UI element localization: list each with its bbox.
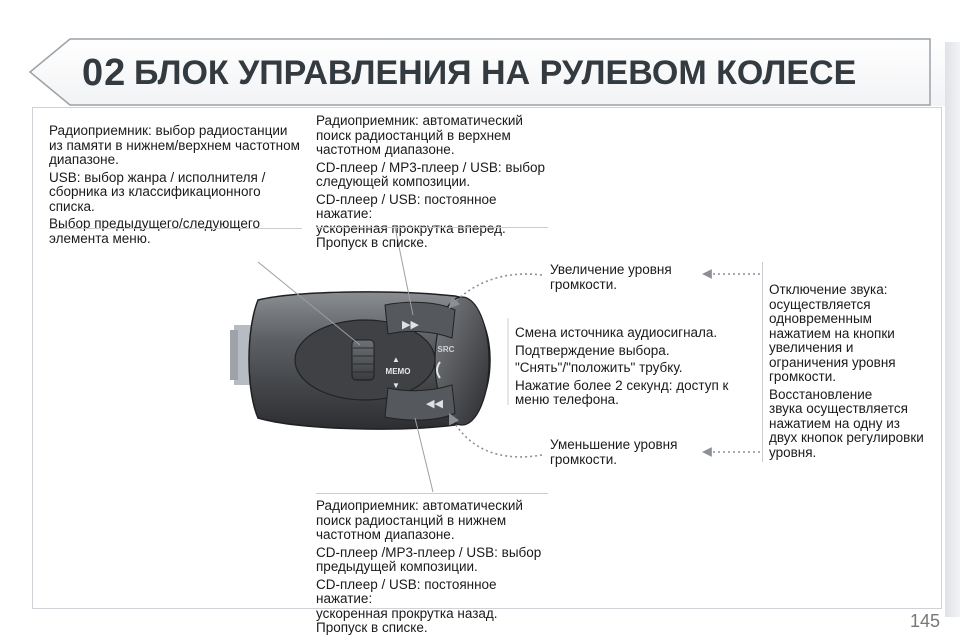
- description-paragraph: Смена источника аудиосигнала.: [515, 325, 718, 340]
- volume-up-description: Увеличение уровня громкости.: [550, 262, 710, 295]
- volume-up-button[interactable]: [384, 301, 456, 339]
- leader-line-memo-wheel: [257, 261, 361, 346]
- divider-line: [49, 228, 302, 229]
- increase-volume-arrow: [448, 273, 543, 309]
- memo-wheel[interactable]: [351, 339, 375, 381]
- seek-backward-description: Радиоприемник: автоматический поиск ради…: [316, 498, 556, 639]
- phone-icon: [436, 361, 441, 379]
- description-paragraph: CD-плеер /MP3-плеер / USB: выбор предыду…: [316, 544, 542, 574]
- description-paragraph: Восстановление звука осуществляется нажа…: [769, 386, 924, 460]
- seek-backward-icon: ◀◀: [426, 397, 443, 410]
- description-paragraph: CD-плеер / MP3-плеер / USB: выбор следую…: [316, 159, 546, 189]
- description-paragraph: Радиоприемник: выбор радиостанции из пам…: [49, 123, 300, 167]
- decrease-volume-arrow: [448, 413, 543, 458]
- seek-forward-icon: ▶▶: [402, 318, 419, 331]
- page-edge-rail: [945, 42, 960, 617]
- seek-forward-description: Радиоприемник: автоматический поиск ради…: [316, 113, 556, 254]
- description-paragraph: Отключение звука: осуществляется одновре…: [769, 282, 896, 384]
- divider-line: [316, 227, 548, 228]
- page-title: БЛОК УПРАВЛЕНИЯ НА РУЛЕВОМ КОЛЕСЕ: [134, 54, 857, 92]
- chapter-number: 02: [82, 52, 127, 94]
- description-paragraph: Нажатие более 2 секунд: доступ к меню те…: [515, 377, 729, 407]
- header-chevron: [0, 38, 931, 106]
- volume-down-button[interactable]: [384, 384, 456, 421]
- description-paragraph: Увеличение уровня громкости.: [550, 262, 672, 292]
- description-paragraph: CD-плеер / USB: постоянное нажатие: уско…: [316, 191, 506, 250]
- src-label: SRC: [438, 345, 455, 354]
- page-number: 145: [910, 611, 941, 631]
- volume-down-description: Уменьшение уровня громкости.: [550, 437, 710, 470]
- description-paragraph: CD-плеер / USB: постоянное нажатие: уско…: [316, 576, 498, 635]
- header-band: [0, 38, 960, 106]
- divider-line: [316, 493, 548, 494]
- src-button-description: Смена источника аудиосигнала. Подтвержде…: [515, 325, 740, 411]
- leader-line-volume-up: [394, 226, 414, 316]
- description-paragraph: Подтверждение выбора.: [515, 342, 670, 358]
- memo-down-arrow-icon: ▼: [392, 381, 400, 390]
- memo-up-arrow-icon: ▲: [392, 355, 400, 364]
- description-paragraph: Радиоприемник: автоматический поиск ради…: [316, 498, 523, 542]
- memo-wheel-description: Радиоприемник: выбор радиостанции из пам…: [49, 123, 304, 249]
- memo-label: MEMO: [386, 367, 411, 376]
- mute-divider: [762, 262, 763, 462]
- content-frame: [32, 107, 942, 609]
- description-paragraph: Радиоприемник: автоматический поиск ради…: [316, 113, 523, 157]
- description-paragraph: USB: выбор жанра / исполнителя / сборник…: [49, 169, 266, 214]
- description-paragraph: Уменьшение уровня громкости.: [550, 437, 678, 467]
- description-paragraph: Выбор предыдущего/следующего элемента ме…: [49, 216, 260, 246]
- mute-description: Отключение звука: осуществляется одновре…: [769, 282, 937, 463]
- description-paragraph: "Снять"/"положить" трубку.: [515, 360, 683, 375]
- leader-line-volume-down: [414, 417, 434, 493]
